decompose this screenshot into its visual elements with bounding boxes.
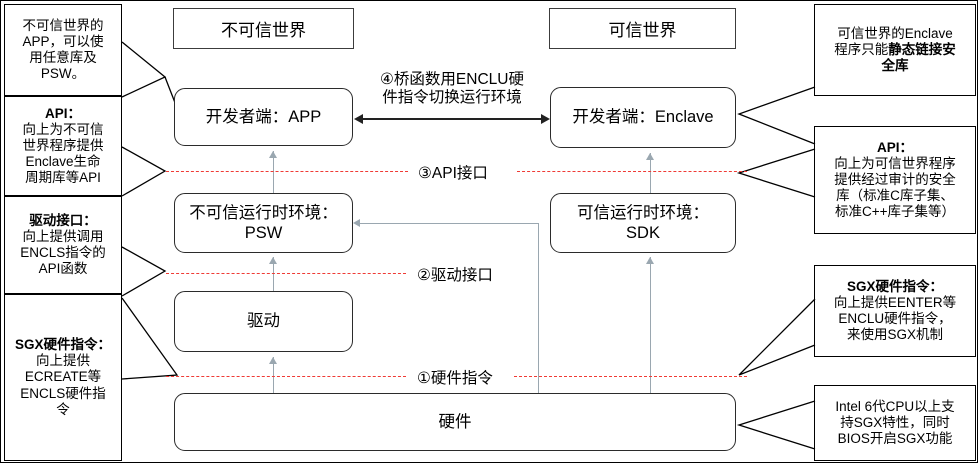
- note-driver-if-line-0: 向上提供调用: [22, 228, 104, 244]
- note-enclave-line-1: 程序只能静态链接安: [834, 42, 956, 58]
- note-enclave-line-1-b: 静态链接安: [888, 41, 956, 57]
- note-cpu-line-2: BIOS开启SGX功能: [837, 431, 953, 447]
- box-developer-app-label: 开发者端：APP: [205, 107, 322, 126]
- note-api: API： 向上为不可信 世界程序提供 Enclave生命 周期库等API: [4, 96, 122, 196]
- arrow-hardware-to-psw-horizontal: [359, 223, 539, 225]
- arrow-hardware-to-sdk: [644, 257, 657, 393]
- callout-wedge-enclave: [737, 86, 817, 156]
- note-app-line-2: 用任意库及: [29, 50, 97, 65]
- note-api-right-line-0: 向上为可信世界程序: [834, 155, 956, 171]
- callout-wedge-app: [121, 41, 181, 126]
- header-trusted-world: 可信世界: [549, 8, 736, 49]
- note-driver-interface: 驱动接口： 向上提供调用 ENCLS指令的 API函数: [4, 196, 122, 294]
- arrow-hardware-to-psw-vertical: [538, 223, 540, 393]
- bridge-arrowhead-right: [541, 113, 550, 124]
- header-untrusted-world: 不可信世界: [173, 8, 354, 49]
- note-app-line-1: APP，可以使: [22, 33, 104, 49]
- note-api-right-head: API：: [876, 139, 913, 155]
- note-app-line-0: 不可信世界的: [22, 17, 104, 33]
- box-developer-app[interactable]: 开发者端：APP: [174, 88, 353, 146]
- note-cpu-line-1: 持SGX特性，同时: [840, 414, 950, 430]
- note-api-right-line-2: 库（标准C库子集、: [836, 188, 954, 204]
- bridge-arrowhead-left: [354, 113, 363, 124]
- note-enclave-line-2: 全库: [881, 58, 909, 74]
- box-untrusted-runtime-psw[interactable]: 不可信运行时环境： PSW: [174, 193, 353, 253]
- note-api-right-line-1: 提供经过审计的安全: [834, 171, 956, 187]
- note-app-line-3: PSW。: [40, 66, 86, 82]
- note-api-line-1: 世界程序提供: [22, 137, 104, 153]
- note-sgx-enclu-line-0: 向上提供EENTER等: [833, 294, 957, 310]
- arrow-hardware-to-psw-head: [353, 219, 360, 227]
- header-trusted-world-label: 可信世界: [608, 21, 677, 40]
- boundary-api-right: [517, 171, 747, 172]
- boundary-hardware-instruction-right: [514, 376, 747, 377]
- note-cpu-line-0: Intel 6代CPU以上支: [835, 398, 955, 414]
- box-sdk-label-line1: 可信运行时环境：: [577, 203, 709, 222]
- box-sdk-label-line2: SDK: [626, 224, 660, 242]
- bridge-function-label: ④桥函数用ENCLU硬 件指令切换运行环境: [352, 71, 552, 107]
- box-trusted-runtime-sdk[interactable]: 可信运行时环境： SDK: [550, 193, 736, 253]
- box-hardware[interactable]: 硬件: [174, 393, 736, 451]
- bridge-function-label-line1: ④桥函数用ENCLU硬: [380, 71, 524, 88]
- note-api-head: API：: [44, 105, 81, 121]
- arrow-bridge-function: [354, 113, 550, 124]
- arrow-sdk-to-enclave: [644, 153, 657, 193]
- note-enclave-line-1-a: 程序只能: [834, 41, 889, 57]
- note-cpu-support: Intel 6代CPU以上支 持SGX特性，同时 BIOS开启SGX功能: [814, 385, 976, 461]
- callout-wedge-cpu: [736, 399, 817, 459]
- note-sgx-encls-line-1: ECREATE等: [24, 369, 102, 385]
- note-enclave: 可信世界的Enclave 程序只能静态链接安 全库: [814, 4, 976, 96]
- callout-wedge-driver-if: [121, 246, 171, 326]
- note-api-line-0: 向上为不可信: [22, 121, 104, 137]
- bridge-function-label-line2: 件指令切换运行环境: [382, 89, 522, 107]
- note-sgx-encls-line-3: 令: [56, 401, 70, 417]
- note-api-right: API： 向上为可信世界程序 提供经过审计的安全 库（标准C库子集、 标准C++…: [814, 126, 976, 234]
- note-enclave-line-0: 可信世界的Enclave: [837, 25, 953, 41]
- box-driver[interactable]: 驱动: [174, 291, 353, 352]
- callout-wedge-sgx-encls: [121, 297, 181, 387]
- note-api-line-2: Enclave生命: [25, 154, 101, 170]
- callout-wedge-api: [121, 146, 171, 226]
- note-api-line-3: 周期库等API: [25, 170, 101, 186]
- callout-wedge-api-right: [736, 147, 817, 227]
- note-driver-if-line-1: ENCLS指令的: [20, 245, 106, 260]
- note-sgx-encls: SGX硬件指令： 向上提供 ECREATE等 ENCLS硬件指 令: [4, 294, 122, 461]
- note-sgx-enclu-line-1: ENCLU硬件指令，: [838, 311, 952, 326]
- box-developer-enclave-label: 开发者端：Enclave: [572, 108, 714, 127]
- boundary-api-left: [166, 171, 408, 172]
- tier-label-hardware-instruction: ①硬件指令: [412, 366, 498, 388]
- note-api-right-line-3: 标准C++库子集等）: [834, 204, 956, 220]
- note-sgx-enclu: SGX硬件指令： 向上提供EENTER等 ENCLU硬件指令， 来使用SGX机制: [814, 265, 976, 357]
- box-psw-label-line1: 不可信运行时环境：: [189, 203, 338, 222]
- box-hardware-label: 硬件: [438, 412, 472, 431]
- boundary-driver-interface: [166, 273, 406, 274]
- arrow-psw-to-app: [267, 151, 280, 193]
- note-app: 不可信世界的 APP，可以使 用任意库及 PSW。: [4, 4, 122, 96]
- tier-label-api: ③API接口: [413, 161, 493, 183]
- arrow-hardware-to-driver: [267, 357, 280, 393]
- note-driver-if-line-2: API函数: [38, 261, 88, 277]
- arrow-driver-to-psw: [267, 257, 280, 291]
- callout-wedge-sgx-enclu: [737, 297, 817, 387]
- note-sgx-encls-line-2: ENCLS硬件指: [20, 385, 106, 401]
- note-sgx-enclu-head: SGX硬件指令：: [846, 278, 943, 294]
- boundary-hardware-instruction-left: [166, 376, 406, 377]
- note-sgx-encls-line-0: 向上提供: [36, 353, 90, 369]
- note-driver-if-head: 驱动接口：: [29, 212, 97, 228]
- note-sgx-encls-head: SGX硬件指令：: [14, 337, 111, 353]
- tier-label-driver-interface: ②驱动接口: [412, 263, 498, 285]
- box-driver-label: 驱动: [247, 312, 280, 331]
- note-sgx-enclu-line-2: 来使用SGX机制: [846, 327, 943, 343]
- box-developer-enclave[interactable]: 开发者端：Enclave: [550, 87, 736, 148]
- box-psw-label-line2: PSW: [244, 224, 283, 242]
- header-untrusted-world-label: 不可信世界: [221, 21, 306, 40]
